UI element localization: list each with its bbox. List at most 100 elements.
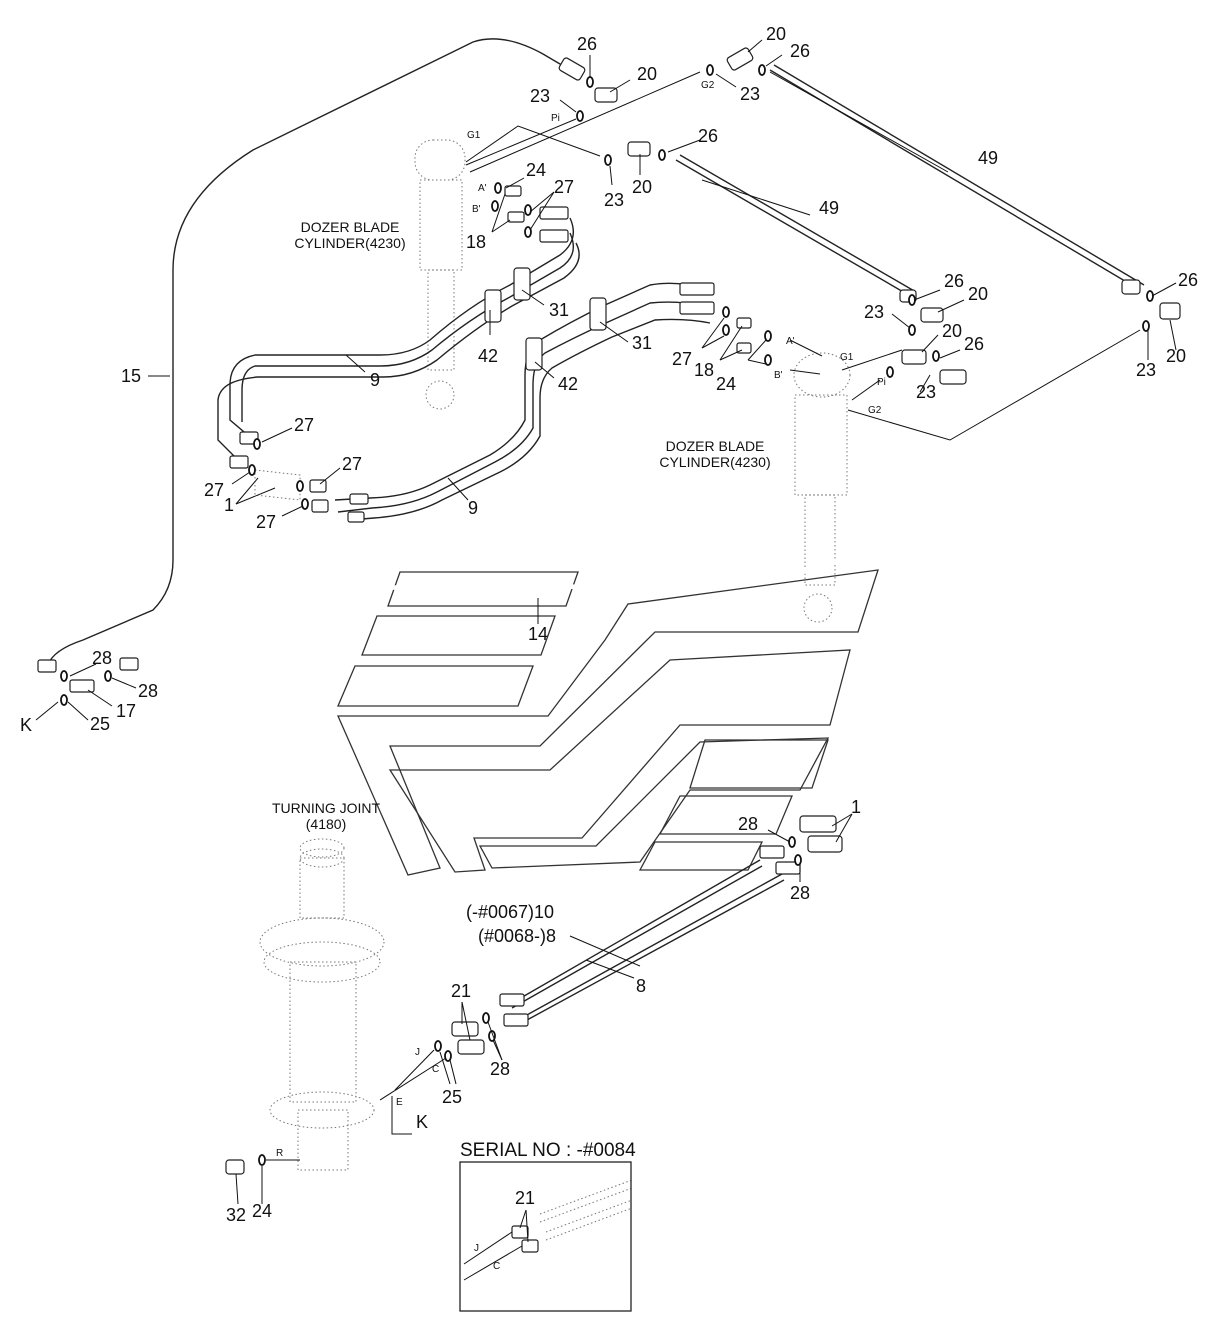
callout-27: 27 (256, 512, 276, 532)
leader-lines (35, 39, 1177, 1243)
callout-28: 28 (92, 648, 112, 668)
callout-8: 8 (636, 976, 646, 996)
caption-dozer-blade-cylinder-left: DOZER BLADE CYLINDER(4230) (294, 219, 405, 251)
callout-31: 31 (632, 333, 652, 353)
callout-49: 49 (819, 198, 839, 218)
port-label-b-prime: B' (472, 204, 481, 215)
hose-49-right (769, 64, 1145, 291)
callout-15: 15 (121, 366, 141, 386)
callout-9: 9 (370, 370, 380, 390)
frame-panels (337, 569, 879, 876)
serial-no-label: SERIAL NO : -#0084 (460, 1140, 636, 1161)
callout-26: 26 (577, 34, 597, 54)
hose-8-pair (511, 859, 785, 1027)
caption-line: CYLINDER(4230) (294, 235, 405, 251)
callout-23: 23 (1136, 360, 1156, 380)
port-label-g1: G1 (467, 130, 481, 141)
hose-15 (42, 36, 578, 666)
callout-1: 1 (224, 495, 234, 515)
callout-20: 20 (637, 64, 657, 84)
callout-27: 27 (294, 415, 314, 435)
callout-K: K (416, 1112, 428, 1132)
port-label-j: J (474, 1243, 479, 1254)
port-label-c: C (432, 1064, 439, 1075)
callout-27: 27 (204, 480, 224, 500)
callout-26: 26 (790, 41, 810, 61)
turning-joint-outline (259, 838, 385, 1171)
callout-32: 32 (226, 1205, 246, 1225)
callout-20: 20 (632, 177, 652, 197)
callout-28: 28 (138, 681, 158, 701)
callout-20: 20 (968, 284, 988, 304)
caption-line: DOZER BLADE (666, 438, 765, 454)
callout-27: 27 (554, 177, 574, 197)
part-callouts: 26 20 23 20 26 23 26 23 20 49 49 24 27 1… (20, 24, 1198, 1225)
hose-variant-label: (-#0067)10 (466, 902, 554, 922)
callout-42: 42 (558, 374, 578, 394)
callout-21: 21 (515, 1188, 535, 1208)
callout-20: 20 (766, 24, 786, 44)
port-label-pi: Pi (551, 113, 560, 124)
callout-24: 24 (252, 1201, 272, 1221)
fittings (37, 47, 1181, 1253)
callout-26: 26 (698, 126, 718, 146)
manifold-outline (254, 469, 301, 501)
serial-inset-hoses (539, 1179, 633, 1241)
port-label-c: C (493, 1261, 500, 1272)
callout-26: 26 (944, 271, 964, 291)
port-label-a-prime: A' (786, 336, 795, 347)
callout-23: 23 (864, 302, 884, 322)
callout-17: 17 (116, 701, 136, 721)
callout-23: 23 (604, 190, 624, 210)
callout-28: 28 (490, 1059, 510, 1079)
hose-variant-label: (#0068-)8 (478, 926, 556, 946)
callout-21: 21 (451, 981, 471, 1001)
callout-42: 42 (478, 346, 498, 366)
callout-20: 20 (942, 321, 962, 341)
caption-line: DOZER BLADE (301, 219, 400, 235)
callout-23: 23 (530, 86, 550, 106)
caption-line: (4180) (306, 816, 346, 832)
caption-line: TURNING JOINT (272, 800, 381, 816)
callout-25: 25 (90, 714, 110, 734)
clamps (484, 267, 607, 371)
port-label-pi: Pi (877, 377, 886, 388)
callout-26: 26 (1178, 270, 1198, 290)
callout-K: K (20, 715, 32, 735)
callout-27: 27 (672, 349, 692, 369)
callout-23: 23 (740, 84, 760, 104)
hose-49-left (675, 154, 917, 298)
callout-28: 28 (738, 814, 758, 834)
callout-18: 18 (466, 232, 486, 252)
caption-line: CYLINDER(4230) (659, 454, 770, 470)
port-labels: G1 G2 Pi A' B' A' B' G1 Pi G2 J C E R J … (276, 80, 886, 1272)
port-label-r: R (276, 1148, 283, 1159)
callout-25: 25 (442, 1087, 462, 1107)
port-label-a-prime: A' (478, 183, 487, 194)
port-label-g2: G2 (868, 405, 882, 416)
caption-turning-joint: TURNING JOINT (4180) (272, 800, 381, 832)
port-label-b-prime: B' (774, 370, 783, 381)
callout-14: 14 (528, 624, 548, 644)
serial-inset-box (459, 1161, 632, 1312)
callout-31: 31 (549, 300, 569, 320)
callout-24: 24 (526, 160, 546, 180)
callout-9: 9 (468, 498, 478, 518)
callout-1: 1 (851, 797, 861, 817)
hose-9-upper (217, 217, 580, 461)
port-label-g2: G2 (701, 80, 715, 91)
callout-20: 20 (1166, 346, 1186, 366)
callout-27: 27 (342, 454, 362, 474)
port-reference-lines (266, 71, 1141, 1281)
port-label-e: E (396, 1097, 403, 1108)
callout-23: 23 (916, 382, 936, 402)
port-label-j: J (415, 1047, 420, 1058)
callout-24: 24 (716, 374, 736, 394)
dozer-cylinder-right-outline (793, 352, 851, 623)
caption-dozer-blade-cylinder-right: DOZER BLADE CYLINDER(4230) (659, 438, 770, 470)
o-rings (60, 64, 1154, 1166)
callout-18: 18 (694, 360, 714, 380)
callout-49: 49 (978, 148, 998, 168)
port-label-g1: G1 (840, 352, 854, 363)
hose-14 (126, 378, 1025, 667)
